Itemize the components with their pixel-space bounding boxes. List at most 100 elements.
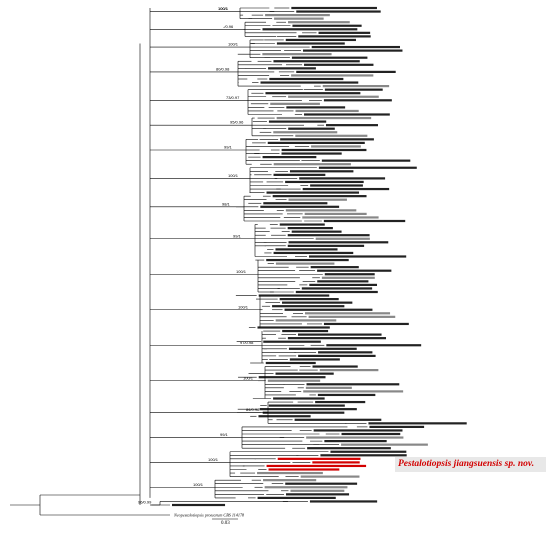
taxon-label (304, 212, 367, 215)
taxon-label (310, 184, 363, 187)
taxon-label (303, 49, 403, 52)
taxon-label (299, 177, 386, 180)
new-taxon-label (268, 468, 340, 471)
taxon-label (298, 35, 371, 38)
taxon-label (290, 489, 345, 492)
taxon-label (172, 503, 226, 507)
taxon-label (305, 312, 391, 315)
taxon-label (318, 31, 371, 34)
taxon-label (260, 81, 359, 84)
taxon-label (295, 109, 359, 113)
taxon-label (288, 127, 335, 130)
taxon-label (281, 152, 342, 155)
taxon-label (368, 422, 467, 425)
taxon-label (258, 294, 330, 297)
taxon-label (304, 113, 390, 116)
taxon-label (288, 21, 350, 24)
support-value: 98/1 (222, 201, 231, 206)
taxon-label (258, 376, 326, 379)
taxon-label (268, 67, 316, 70)
taxon-label (324, 88, 383, 91)
taxon-label (306, 383, 400, 386)
support-value: 100/1 (238, 304, 249, 309)
taxon-label (274, 17, 324, 20)
taxon-label (319, 369, 379, 372)
support-value: 99/1 (224, 145, 233, 150)
taxon-label (287, 337, 387, 340)
taxon-label (262, 53, 332, 56)
taxon-label (317, 393, 376, 397)
new-taxon-label (266, 464, 367, 468)
taxon-label (284, 308, 373, 311)
taxon-label (291, 230, 342, 233)
taxon-label (323, 322, 409, 326)
taxon-label (289, 170, 354, 173)
taxon-label (341, 443, 428, 446)
taxon-label (275, 262, 335, 265)
taxon-label (317, 280, 369, 283)
taxon-label (318, 351, 373, 354)
taxon-label (259, 408, 357, 411)
taxon-label (326, 344, 422, 347)
taxon-label (323, 99, 392, 102)
taxon-label (306, 436, 404, 439)
support-value: -/0.96 (223, 24, 234, 29)
taxon-label (324, 273, 375, 276)
support-value: 100/1 (208, 457, 219, 462)
taxon-label (265, 14, 330, 17)
taxon-label (288, 347, 357, 350)
taxon-label (268, 120, 327, 123)
taxon-label (279, 223, 325, 226)
taxon-label (288, 198, 347, 201)
taxon-label (276, 116, 372, 120)
taxon-label (273, 251, 354, 255)
taxon-label (262, 28, 358, 31)
taxon-label (270, 102, 320, 105)
new-species-highlight (395, 457, 546, 472)
taxon-label (282, 301, 353, 304)
taxon-label (312, 365, 358, 368)
taxon-label (310, 266, 359, 269)
taxon-label (267, 141, 365, 144)
taxon-label (308, 315, 396, 318)
taxon-label (288, 95, 379, 98)
taxon-label (267, 379, 321, 382)
taxon-label (302, 187, 390, 191)
taxon-label (285, 482, 358, 485)
support-value: 73/0.97 (226, 95, 240, 100)
taxon-label (273, 60, 360, 63)
support-value: 96/0.99 (138, 500, 152, 505)
taxon-label (296, 10, 381, 13)
taxon-label (286, 493, 350, 496)
taxon-label (292, 24, 362, 27)
taxon-label (325, 124, 378, 127)
taxon-label (295, 134, 368, 137)
taxon-label (294, 418, 382, 421)
taxon-label (273, 163, 351, 166)
taxon-label (265, 92, 361, 95)
new-species-label: Pestalotiopsis jiangsuensis sp. nov. (398, 459, 535, 469)
taxon-label (269, 77, 344, 81)
taxon-label (276, 42, 345, 45)
taxon-label (288, 241, 389, 244)
taxon-label (291, 56, 368, 59)
taxon-label (272, 195, 367, 198)
taxon-label (264, 486, 348, 489)
support-value: 100/1 (218, 6, 229, 11)
taxon-label (301, 287, 373, 290)
taxon-label (287, 244, 365, 247)
taxon-label (291, 6, 377, 10)
taxon-label (275, 372, 334, 375)
taxon-label (303, 390, 404, 393)
taxon-label (323, 219, 406, 223)
taxon-label (280, 138, 374, 141)
support-value: 100/1 (228, 173, 239, 178)
taxon-label (305, 386, 352, 389)
taxon-label (273, 173, 326, 176)
support-value: 99/1 (220, 432, 229, 437)
support-value: 100/1 (193, 482, 204, 487)
taxon-label (320, 454, 407, 457)
support-value: 99/1 (233, 233, 242, 238)
taxon-label (302, 216, 379, 219)
taxon-label (296, 70, 396, 73)
